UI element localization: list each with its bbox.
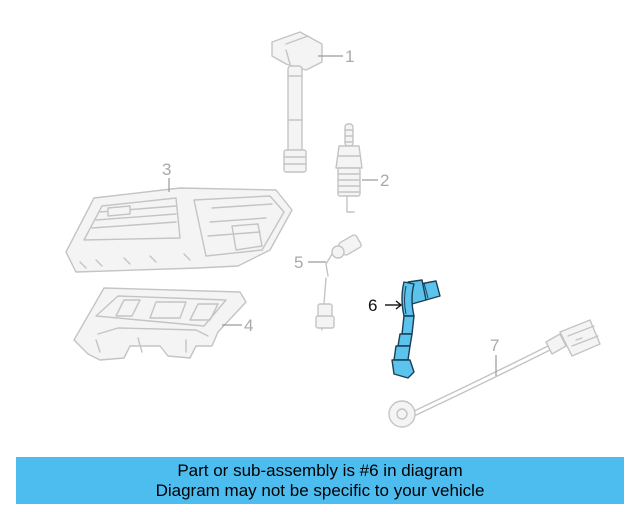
banner-line-disclaimer: Diagram may not be specific to your vehi…: [155, 481, 485, 500]
callout-2[interactable]: 2: [380, 171, 389, 190]
knock-sensor-part: [388, 319, 601, 428]
module-bracket-part: [73, 287, 247, 361]
ignition-coil-part: [271, 31, 323, 173]
callout-1[interactable]: 1: [345, 47, 354, 66]
spark-plug-part: [335, 123, 363, 213]
info-banner: Part or sub-assembly is #6 in diagram Di…: [16, 457, 624, 504]
callout-4[interactable]: 4: [244, 316, 253, 335]
callout-5[interactable]: 5: [294, 253, 303, 272]
parts-diagram: 1 2 3 4: [65, 31, 601, 428]
banner-line-part-number: Part or sub-assembly is #6 in diagram: [177, 461, 463, 480]
callout-3[interactable]: 3: [162, 160, 171, 179]
callout-7[interactable]: 7: [490, 336, 499, 355]
position-sensor-part-5: [315, 234, 362, 331]
callout-6[interactable]: 6: [368, 296, 377, 315]
engine-control-module-part: [65, 187, 293, 273]
position-sensor-part-6-highlighted[interactable]: [391, 279, 441, 379]
